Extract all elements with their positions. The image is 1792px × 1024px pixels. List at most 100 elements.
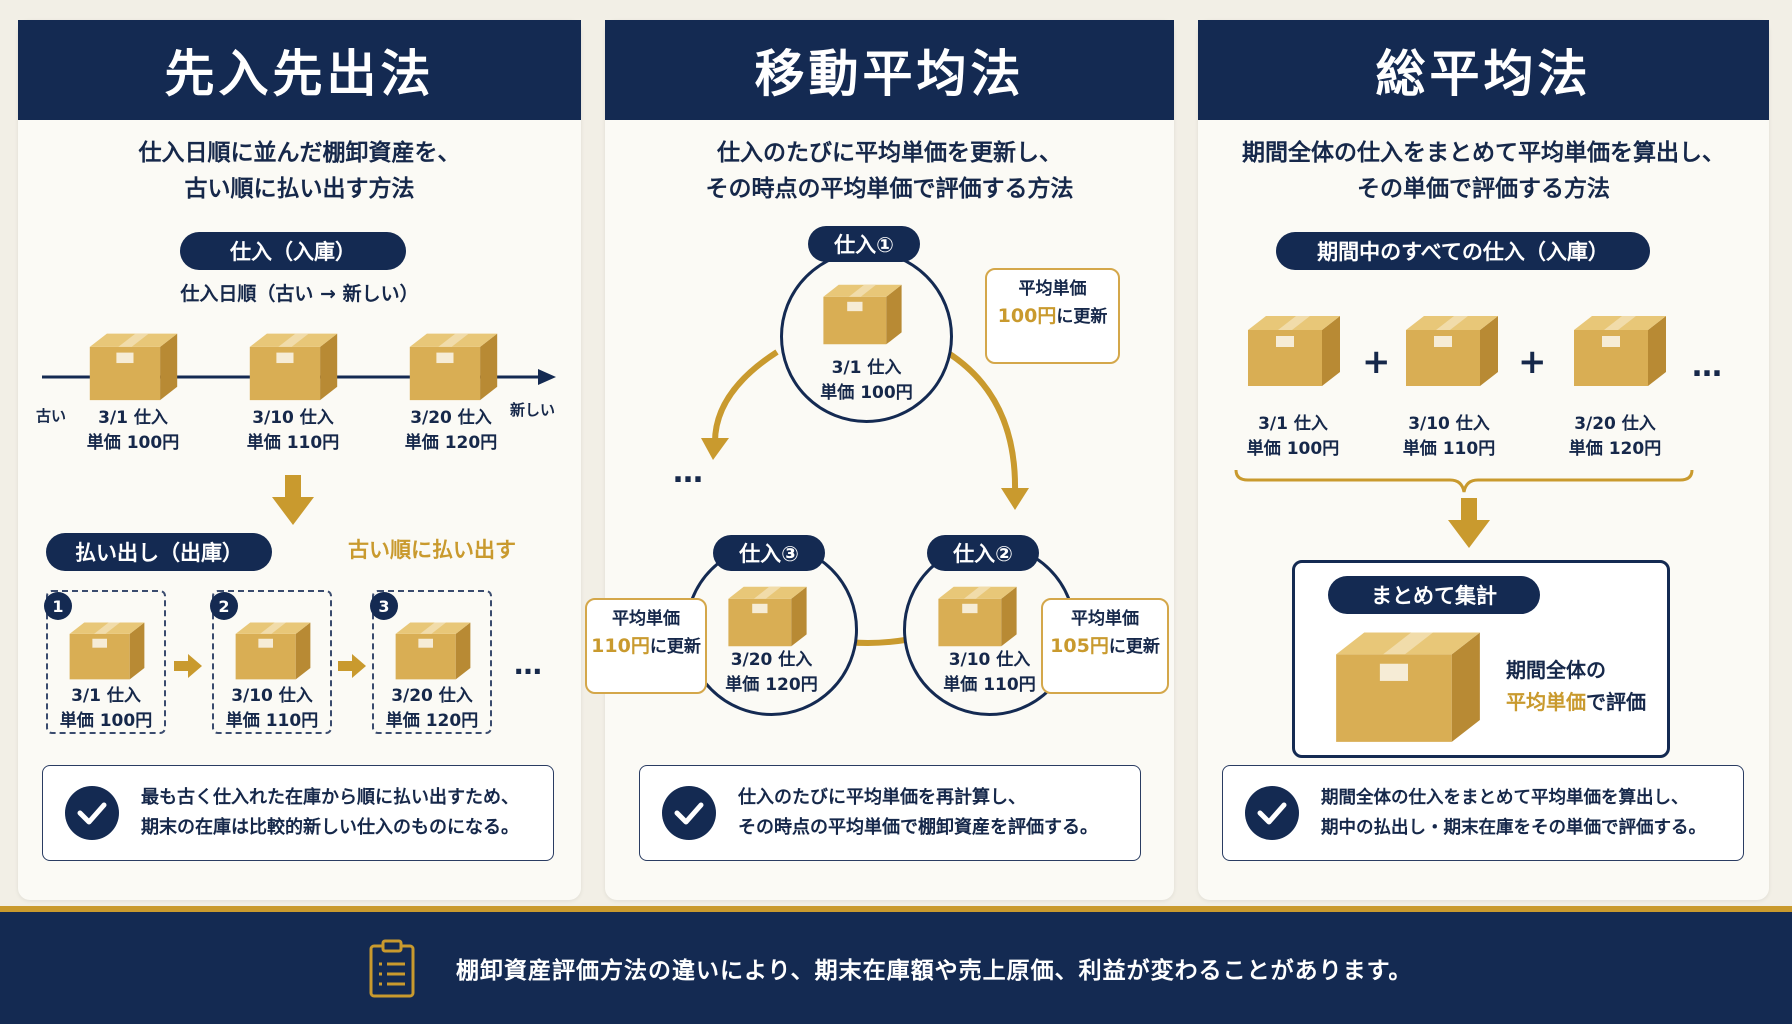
item-price: 単価 100円 (820, 383, 913, 403)
average-price-callout: 平均単価 105円に更新 (1041, 598, 1169, 694)
note-line2: 期末の在庫は比較的新しい仕入のものになる。 (141, 817, 519, 838)
item-date: 3/10 仕入 (948, 650, 1031, 670)
eval-suffix: で評価 (1586, 690, 1646, 714)
box-icon (1402, 308, 1502, 388)
node-label: 仕入① (808, 226, 920, 262)
fifo-issue-note: 古い順に払い出す (348, 538, 516, 562)
moving-description: 仕入のたびに平均単価を更新し、 その時点の平均単価で評価する方法 (605, 135, 1174, 207)
item-price: 単価 110円 (943, 675, 1036, 695)
box-icon (232, 616, 314, 681)
item-price: 単価 110円 (246, 433, 340, 453)
clipboard-icon (369, 939, 415, 998)
total-summary-note: 期間全体の仕入をまとめて平均単価を算出し、 期中の払出し・期末在庫をその単価で評… (1222, 765, 1744, 861)
box-icon (1244, 308, 1344, 388)
moving-title: 移動平均法 (605, 20, 1174, 120)
fifo-panel: 先入先出法 仕入日順に並んだ棚卸資産を、 古い順に払い出す方法 仕入（入庫） 仕… (18, 20, 581, 900)
callout-value: 110円 (591, 635, 650, 657)
total-average-panel: 総平均法 期間全体の仕入をまとめて平均単価を算出し、 その単価で評価する方法 期… (1198, 20, 1769, 900)
callout-value: 100円 (997, 305, 1057, 327)
footer-text: 棚卸資産評価方法の違いにより、期末在庫額や売上原価、利益が変わることがあります。 (456, 958, 1413, 984)
fifo-order-label: 仕入日順（古い → 新しい） (180, 283, 419, 305)
total-item-label: 3/1 仕入 単価 100円 (1228, 412, 1358, 462)
note-line2: 期中の払出し・期末在庫をその単価で評価する。 (1321, 818, 1706, 838)
node-label: 仕入② (927, 535, 1039, 571)
step-number: 2 (210, 592, 238, 620)
total-ellipsis: … (1692, 349, 1722, 384)
total-desc-line1: 期間全体の仕入をまとめて平均単価を算出し、 (1242, 140, 1725, 166)
fifo-desc-line1: 仕入日順に並んだ棚卸資産を、 (138, 140, 461, 166)
callout-head: 平均単価 (1071, 609, 1139, 629)
callout-suffix: に更新 (1056, 307, 1108, 327)
box-icon (820, 278, 905, 346)
box-icon (246, 326, 341, 402)
cycle-arrows (701, 345, 1029, 654)
callout-head: 平均単価 (1018, 279, 1087, 299)
fifo-issue-label: 3/10 仕入 単価 110円 (212, 684, 332, 734)
box-icon (935, 580, 1020, 648)
moving-desc-line1: 仕入のたびに平均単価を更新し、 (717, 140, 1062, 166)
fifo-issue-pill: 払い出し（出庫） (46, 533, 272, 571)
box-icon (1328, 620, 1488, 745)
item-date: 3/10 仕入 (231, 686, 313, 706)
plus-icon: + (1518, 342, 1547, 382)
item-date: 3/20 仕入 (410, 408, 492, 428)
fifo-new-label: 新しい (510, 401, 556, 419)
plus-icon: + (1362, 342, 1391, 382)
item-price: 単価 100円 (59, 711, 153, 731)
total-item-label: 3/20 仕入 単価 120円 (1550, 412, 1680, 462)
eval-highlight: 平均単価 (1506, 690, 1586, 714)
item-date: 3/1 仕入 (98, 408, 168, 428)
item-date: 3/1 仕入 (71, 686, 141, 706)
box-icon (392, 616, 474, 681)
average-price-callout: 平均単価 100円に更新 (985, 268, 1120, 364)
item-price: 単価 120円 (385, 711, 479, 731)
down-arrow-icon (1448, 498, 1490, 548)
fifo-issue-item (46, 590, 166, 734)
fifo-description: 仕入日順に並んだ棚卸資産を、 古い順に払い出す方法 (18, 135, 581, 207)
item-date: 3/1 仕入 (831, 358, 902, 378)
eval-line1: 期間全体の (1506, 658, 1606, 682)
check-icon (662, 786, 716, 840)
grouping-brace (1234, 469, 1694, 493)
fifo-ellipsis: … (514, 648, 542, 681)
fifo-item-label: 3/1 仕入 単価 100円 (68, 406, 198, 456)
footer-banner: 棚卸資産評価方法の違いにより、期末在庫額や売上原価、利益が変わることがあります。 (0, 906, 1792, 1024)
moving-average-panel: 移動平均法 仕入のたびに平均単価を更新し、 その時点の平均単価で評価する方法 仕… (585, 20, 1174, 900)
fifo-summary-note: 最も古く仕入れた在庫から順に払い出すため、 期末の在庫は比較的新しい仕入のものに… (42, 765, 554, 861)
check-icon (1245, 786, 1299, 840)
item-price: 単価 120円 (1568, 439, 1662, 459)
total-desc-line2: その単価で評価する方法 (1357, 176, 1610, 202)
item-date: 3/20 仕入 (730, 650, 813, 670)
callout-head: 平均単価 (612, 609, 680, 629)
node-label: 仕入③ (713, 535, 825, 571)
moving-desc-line2: その時点の平均単価で評価する方法 (705, 176, 1074, 202)
fifo-issue-label: 3/1 仕入 単価 100円 (46, 684, 166, 734)
fifo-issue-label: 3/20 仕入 単価 120円 (372, 684, 492, 734)
step-number: 1 (44, 592, 72, 620)
note-line1: 仕入のたびに平均単価を再計算し、 (738, 787, 1026, 808)
fifo-old-label: 古い (36, 407, 67, 425)
box-icon (725, 580, 810, 648)
right-arrow-icon (174, 654, 202, 678)
item-date: 3/10 仕入 (252, 408, 334, 428)
aggregate-pill: まとめて集計 (1328, 576, 1540, 614)
fifo-issue-item (212, 590, 332, 734)
item-price: 単価 120円 (725, 675, 818, 695)
note-line2: その時点の平均単価で棚卸資産を評価する。 (738, 817, 1098, 838)
aggregate-eval-text: 期間全体の 平均単価で評価 (1506, 654, 1646, 718)
total-purchase-pill: 期間中のすべての仕入（入庫） (1276, 232, 1650, 270)
total-description: 期間全体の仕入をまとめて平均単価を算出し、 その単価で評価する方法 (1198, 135, 1769, 207)
check-icon (65, 786, 119, 840)
box-icon (66, 616, 148, 681)
moving-ellipsis: … (673, 455, 703, 490)
fifo-item-label: 3/10 仕入 単価 110円 (228, 406, 358, 456)
node-detail: 3/1 仕入 単価 100円 (780, 356, 953, 406)
item-price: 単価 100円 (1246, 439, 1340, 459)
total-item-label: 3/10 仕入 単価 110円 (1384, 412, 1514, 462)
item-price: 単価 100円 (86, 433, 180, 453)
note-line1: 最も古く仕入れた在庫から順に払い出すため、 (141, 787, 519, 808)
box-icon (406, 326, 501, 402)
callout-value: 105円 (1050, 635, 1109, 657)
item-date: 3/1 仕入 (1258, 414, 1328, 434)
box-icon (86, 326, 181, 402)
